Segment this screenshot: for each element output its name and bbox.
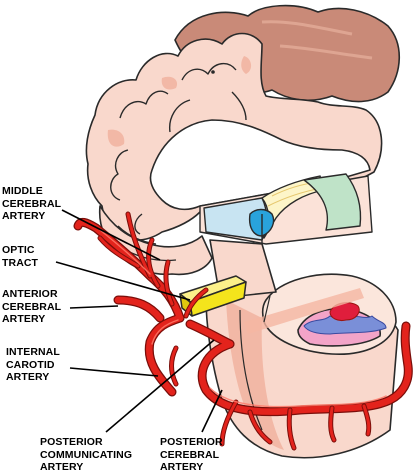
label-internal-carotid-artery: INTERNAL CAROTID ARTERY [6, 346, 60, 383]
substantia-nigra [303, 315, 387, 335]
pca-branch [362, 404, 371, 436]
mca-branch [147, 238, 160, 288]
pca-branch [220, 400, 238, 446]
leader-posterior-communicating-artery [105, 339, 215, 433]
gyral-folds [110, 63, 247, 235]
arteries [73, 211, 413, 451]
perforating-branch [184, 288, 208, 318]
label-posterior-communicating-artery: POSTERIOR COMMUNICATING ARTERY [40, 436, 133, 473]
leader-posterior-cerebral-artery [201, 389, 223, 433]
sulcal-shading [107, 56, 252, 147]
mca-branch [164, 260, 174, 306]
anterior-cerebral-artery-vessel [114, 296, 164, 322]
internal-carotid-artery-vessel [145, 314, 184, 396]
brainstem-lines [239, 295, 271, 431]
leader-optic-tract [55, 261, 191, 301]
stalk-band [244, 288, 364, 334]
lateral-ventricle-space [149, 119, 371, 211]
label-anterior-cerebral-artery: ANTERIOR CEREBRAL ARTERY [2, 288, 62, 325]
label-posterior-cerebral-artery: POSTERIOR CEREBRAL ARTERY [160, 436, 223, 473]
leader-lines [55, 209, 223, 433]
striatum [303, 173, 362, 231]
leader-anterior-cerebral-artery [69, 305, 119, 309]
leader-internal-carotid-artery [69, 367, 159, 377]
pca-branch [248, 410, 272, 444]
leader-middle-cerebral-artery [61, 209, 161, 261]
label-optic-tract: OPTIC TRACT [2, 244, 39, 269]
hemisphere-cut-highlight [261, 20, 373, 60]
label-middle-cerebral-artery: MIDDLE CEREBRAL ARTERY [2, 185, 62, 222]
sulcus-dot [211, 70, 215, 74]
deep-nuclei [199, 173, 373, 245]
ica-branch [170, 346, 178, 386]
mca-branch [98, 236, 140, 268]
pca-branch [329, 406, 336, 442]
pca-branch [287, 408, 296, 450]
